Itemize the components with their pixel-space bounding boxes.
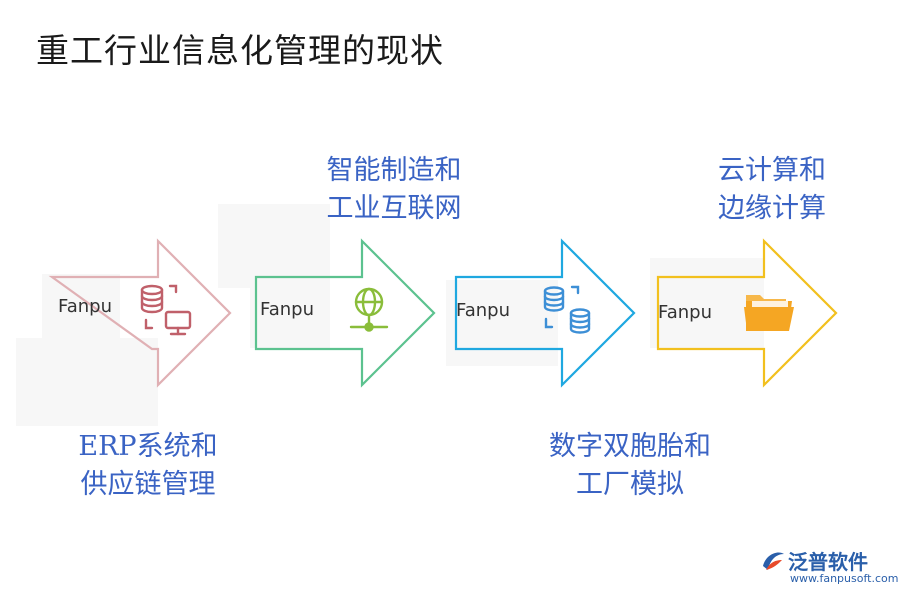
step-label-erp: ERP系统和 供应链管理	[40, 428, 256, 504]
database-monitor-icon	[140, 284, 192, 336]
fanpu-badge: Fanpu	[58, 296, 112, 317]
backdrop-panel	[218, 204, 330, 288]
step-label-cloud: 云计算和 边缘计算	[664, 152, 880, 228]
folder-icon	[744, 295, 794, 331]
globe-network-icon	[349, 287, 389, 332]
arrow-digital-twin	[454, 238, 636, 388]
logo-url: www.fanpusoft.com	[790, 572, 899, 585]
fanpu-logo-icon	[763, 552, 784, 570]
label-line: 工厂模拟	[576, 469, 684, 500]
label-line: 边缘计算	[718, 193, 826, 224]
label-line: 供应链管理	[80, 469, 216, 500]
backdrop-panel	[250, 284, 330, 348]
fanpu-logo[interactable]: 泛普软件 www.fanpusoft.com	[760, 542, 898, 592]
backdrop-panel	[446, 280, 558, 366]
label-line: ERP系统和	[78, 431, 218, 462]
fanpu-badge: Fanpu	[456, 300, 510, 321]
step-label-digital-twin: 数字双胞胎和 工厂模拟	[510, 428, 750, 504]
backdrop-panel	[42, 274, 120, 338]
backdrop-panel	[650, 258, 764, 348]
step-label-smart-manufacturing: 智能制造和 工业互联网	[286, 152, 502, 228]
label-line: 工业互联网	[326, 193, 462, 224]
logo-name: 泛普软件	[788, 550, 868, 574]
page-title: 重工行业信息化管理的现状	[36, 31, 444, 70]
database-pair-icon	[543, 285, 591, 334]
label-line: 云计算和	[718, 155, 826, 186]
arrow-cloud-computing	[656, 238, 838, 388]
label-line: 数字双胞胎和	[549, 431, 711, 462]
fanpu-badge: Fanpu	[658, 302, 712, 323]
arrow-smart-manufacturing	[254, 238, 436, 388]
fanpu-badge: Fanpu	[260, 299, 314, 320]
label-line: 智能制造和	[326, 155, 462, 186]
arrow-erp	[48, 238, 232, 388]
backdrop-panel	[16, 338, 158, 426]
